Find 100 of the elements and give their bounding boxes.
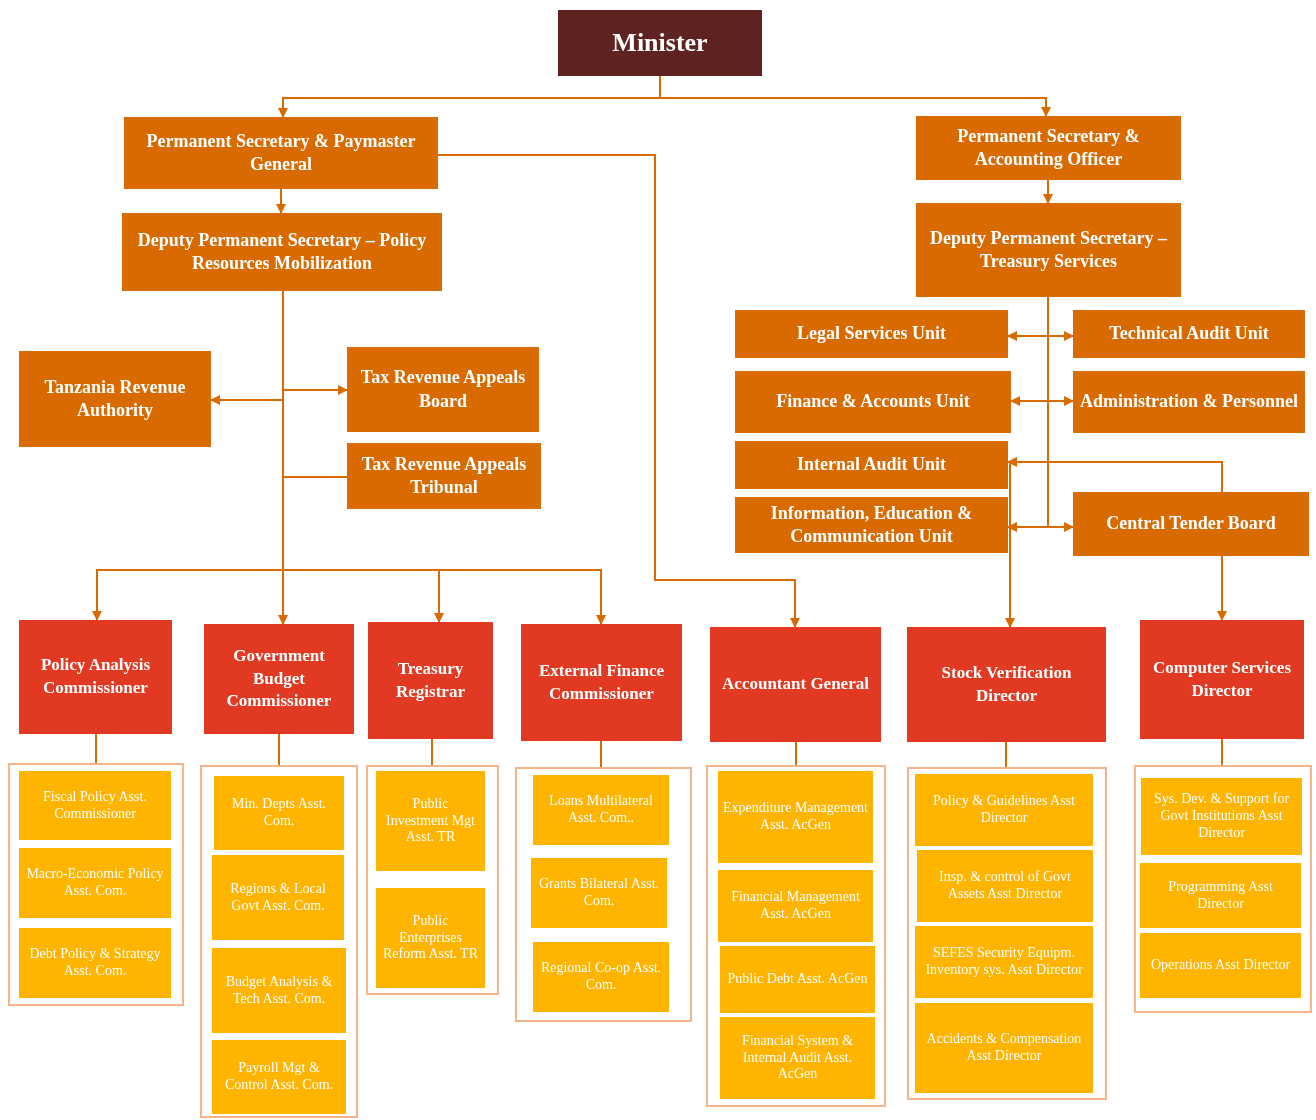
box-label: Min. Depts Asst. Com.: [230, 796, 328, 830]
unit-box: [735, 497, 1008, 553]
box-label: Finance & Accounts Unit: [775, 390, 971, 414]
section-box: [1140, 933, 1301, 998]
box-label: Permanent Secretary & Accounting Officer: [956, 124, 1141, 171]
box-label: Central Tender Board: [1105, 512, 1277, 536]
box-label: Legal Services Unit: [796, 322, 947, 346]
box-label: Treasury Registrar: [395, 657, 466, 703]
unit-box: [735, 441, 1008, 489]
section-box: [212, 855, 344, 940]
box-label: Debt Policy & Strategy Asst. Com.: [28, 946, 162, 980]
connector-line: [1005, 741, 1007, 768]
section-box: [1141, 778, 1302, 855]
section-box: [533, 942, 669, 1012]
group-frame: [515, 767, 692, 1022]
directorate-box: [1140, 620, 1304, 739]
group-frame: [1134, 765, 1312, 1013]
connector-line: [278, 733, 280, 766]
box-label: Programming Asst Director: [1167, 878, 1274, 913]
unit-box: [347, 443, 541, 509]
box-label: Tanzania Revenue Authority: [43, 375, 187, 422]
box-label: Minister: [611, 28, 709, 58]
box-label: Macro-Economic Policy Asst. Com.: [25, 866, 165, 900]
box-label: Fiscal Policy Asst. Commissioner: [42, 788, 148, 823]
minister-box: [558, 10, 762, 76]
directorate-box: [710, 627, 881, 742]
group-frame: [706, 765, 886, 1107]
box-label: Sys. Dev. & Support for Govt Institutions Asst Director: [1152, 791, 1291, 842]
connector-arrow: [276, 188, 286, 214]
box-label: Public Debt Asst. AcGen: [726, 971, 869, 988]
connector-line: [431, 738, 433, 766]
group-frame: [366, 765, 499, 995]
section-box: [533, 775, 669, 845]
section-box: [915, 1003, 1093, 1093]
box-label: External Finance Commissioner: [537, 659, 666, 705]
unit-box: [1073, 310, 1305, 358]
box-label: Loans Multilateral Asst. Com..: [548, 793, 654, 827]
unit-box: [122, 213, 442, 291]
box-label: Financial System & Internal Audit Asst. AcGen: [740, 1032, 855, 1084]
connector-line: [600, 740, 602, 768]
directorate-box: [19, 620, 172, 734]
box-label: Deputy Permanent Secretary – Treasury Services: [928, 226, 1169, 273]
box-label: Payroll Mgt & Control Asst. Com.: [223, 1060, 335, 1094]
box-label: Regional Co-op Asst. Com.: [539, 960, 663, 994]
box-label: Tax Revenue Appeals Tribunal: [360, 452, 528, 499]
section-box: [915, 926, 1093, 998]
section-box: [720, 1017, 875, 1099]
box-label: Operations Asst Director: [1149, 957, 1292, 974]
box-label: Computer Services Director: [1152, 656, 1292, 702]
section-box: [720, 946, 875, 1013]
group-frame: [200, 765, 358, 1118]
section-box: [915, 774, 1093, 846]
connector-line: [1221, 738, 1223, 766]
box-label: Information, Education & Communication Unit: [769, 501, 974, 548]
unit-box: [1073, 492, 1309, 556]
box-label: Accidents & Compensation Asst Director: [925, 1031, 1083, 1065]
unit-box: [735, 371, 1011, 433]
directorate-box: [907, 627, 1106, 742]
box-label: Internal Audit Unit: [796, 453, 947, 477]
group-frame: [907, 767, 1107, 1100]
section-box: [376, 771, 485, 871]
unit-box: [19, 351, 211, 447]
box-label: Policy Analysis Commissioner: [39, 654, 152, 699]
section-box: [19, 848, 171, 918]
box-label: Administration & Personnel: [1079, 390, 1299, 414]
directorate-box: [368, 622, 493, 739]
box-label: Expenditure Management Asst. AcGen: [722, 800, 869, 834]
section-box: [214, 776, 344, 850]
box-label: Insp. & control of Govt Assets Asst Director: [938, 869, 1072, 903]
section-box: [1140, 863, 1301, 928]
section-box: [19, 928, 171, 998]
box-label: Stock Verification Director: [940, 661, 1073, 707]
box-label: Public Enterprises Reform Asst. TR: [382, 912, 479, 964]
section-box: [376, 888, 485, 988]
box-label: Policy & Guidelines Asst Director: [932, 793, 1076, 827]
section-box: [212, 1040, 346, 1114]
section-box: [917, 850, 1093, 922]
connector-line: [95, 733, 97, 764]
box-label: Public Investment Mgt Asst. TR: [384, 795, 476, 847]
box-label: Regions & Local Govt Asst. Com.: [229, 880, 327, 915]
section-box: [531, 858, 667, 928]
box-label: Grants Bilateral Asst. Com.: [537, 876, 661, 910]
box-label: Financial Management Asst. AcGen: [730, 889, 861, 923]
box-label: Budget Analysis & Tech Asst. Com.: [224, 973, 334, 1008]
directorate-box: [521, 624, 682, 741]
section-box: [212, 948, 346, 1033]
unit-box: [916, 116, 1181, 180]
group-frame: [8, 763, 184, 1006]
box-label: Permanent Secretary & Paymaster General: [145, 129, 417, 176]
box-label: Accountant General: [721, 673, 870, 696]
connector-arrow: [1217, 555, 1227, 621]
unit-box: [1073, 371, 1305, 433]
section-box: [718, 771, 873, 863]
directorate-box: [204, 624, 354, 734]
box-label: Government Budget Commissioner: [225, 644, 333, 713]
unit-box: [916, 203, 1181, 297]
connector-arrow: [437, 154, 800, 628]
unit-box: [124, 117, 438, 189]
box-label: SEFES Security Equipm. Inventory sys. Asst Director: [924, 945, 1084, 979]
box-label: Tax Revenue Appeals Board: [359, 366, 527, 413]
